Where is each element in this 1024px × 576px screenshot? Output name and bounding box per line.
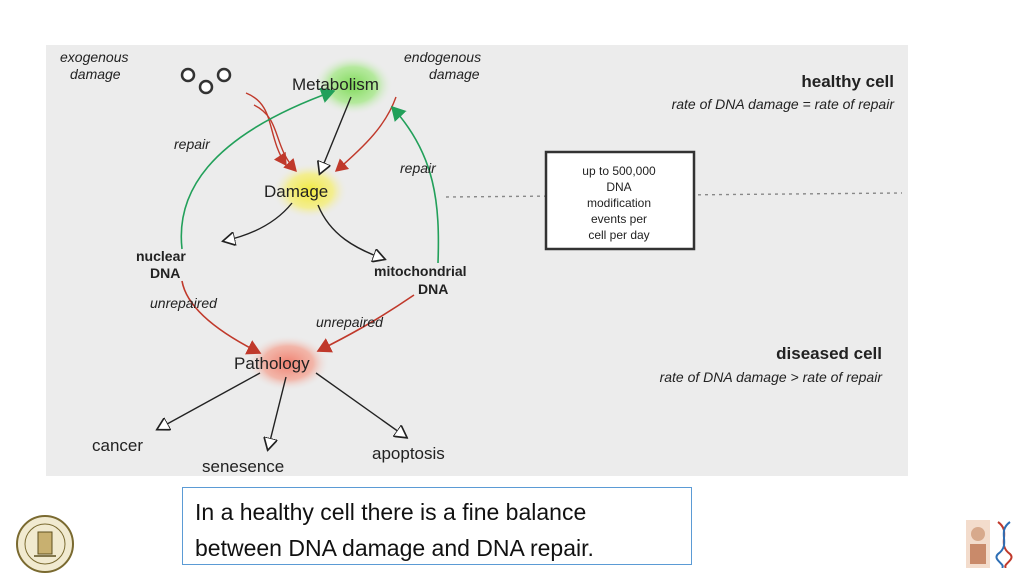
dna-illustration-icon — [966, 520, 1013, 568]
endogenous-label-2: damage — [429, 66, 480, 82]
diseased-cell-title: diseased cell — [776, 344, 882, 363]
modification-events-box — [544, 150, 696, 251]
mito-dna-label-2: DNA — [418, 281, 448, 297]
box-line-3: modification — [587, 196, 651, 210]
diseased-cell-subtitle: rate of DNA damage > rate of repair — [660, 369, 884, 385]
box-line-1: up to 500,000 — [582, 164, 656, 178]
nuclear-dna-label-2: DNA — [150, 265, 180, 281]
healthy-cell-subtitle: rate of DNA damage = rate of repair — [672, 96, 896, 112]
pathology-to-apoptosis-arrow — [315, 372, 406, 437]
pathology-glow — [246, 335, 330, 391]
caption-box: In a healthy cell there is a fine balanc… — [182, 487, 692, 565]
pathology-node: Pathology — [234, 354, 310, 373]
damage-node: Damage — [264, 182, 328, 201]
metabolism-to-damage-arrow — [320, 96, 352, 173]
cancer-label: cancer — [92, 436, 143, 455]
damage-to-mito-arrow — [317, 204, 384, 259]
pathology-to-cancer-arrow — [158, 372, 261, 429]
university-seal-logo — [16, 515, 74, 573]
healthy-cell-title: healthy cell — [801, 72, 894, 91]
caption-line-2: between DNA damage and DNA repair. — [195, 535, 594, 561]
metabolism-node: Metabolism — [292, 75, 379, 94]
exogenous-label-1: exogenous — [60, 49, 129, 65]
box-line-5: cell per day — [588, 228, 649, 242]
endogenous-damage-arrow — [334, 96, 397, 172]
repair-label-left: repair — [174, 136, 211, 152]
caption-line-1: In a healthy cell there is a fine balanc… — [195, 499, 587, 525]
unrepaired-label-right: unrepaired — [316, 314, 384, 330]
pathology-to-senesence-arrow — [268, 376, 287, 449]
repair-arrow-right — [390, 105, 440, 264]
endogenous-label-1: endogenous — [404, 49, 481, 65]
nuclear-dna-label-1: nuclear — [136, 248, 186, 264]
exogenous-damage-arrows — [245, 92, 297, 173]
apoptosis-label: apoptosis — [372, 444, 445, 463]
box-line-2: DNA — [606, 180, 631, 194]
box-line-4: events per — [591, 212, 647, 226]
exogenous-particles-icon — [180, 67, 232, 95]
repair-arrow-left — [180, 87, 336, 250]
unrepaired-label-left: unrepaired — [150, 295, 218, 311]
diagram-panel: up to 500,000 DNA modification events pe… — [46, 45, 908, 476]
mito-dna-label-1: mitochondrial — [374, 263, 467, 279]
caption-text: In a healthy cell there is a fine balanc… — [195, 494, 679, 566]
dna-damage-diagram: up to 500,000 DNA modification events pe… — [60, 49, 903, 476]
exogenous-label-2: damage — [70, 66, 121, 82]
unrepaired-arrow-left — [181, 280, 262, 355]
dashed-separator — [445, 192, 903, 198]
repair-label-right: repair — [400, 160, 437, 176]
senesence-label: senesence — [202, 457, 284, 476]
damage-to-nuclear-arrow — [224, 202, 293, 241]
unrepaired-arrow-right — [316, 294, 415, 353]
